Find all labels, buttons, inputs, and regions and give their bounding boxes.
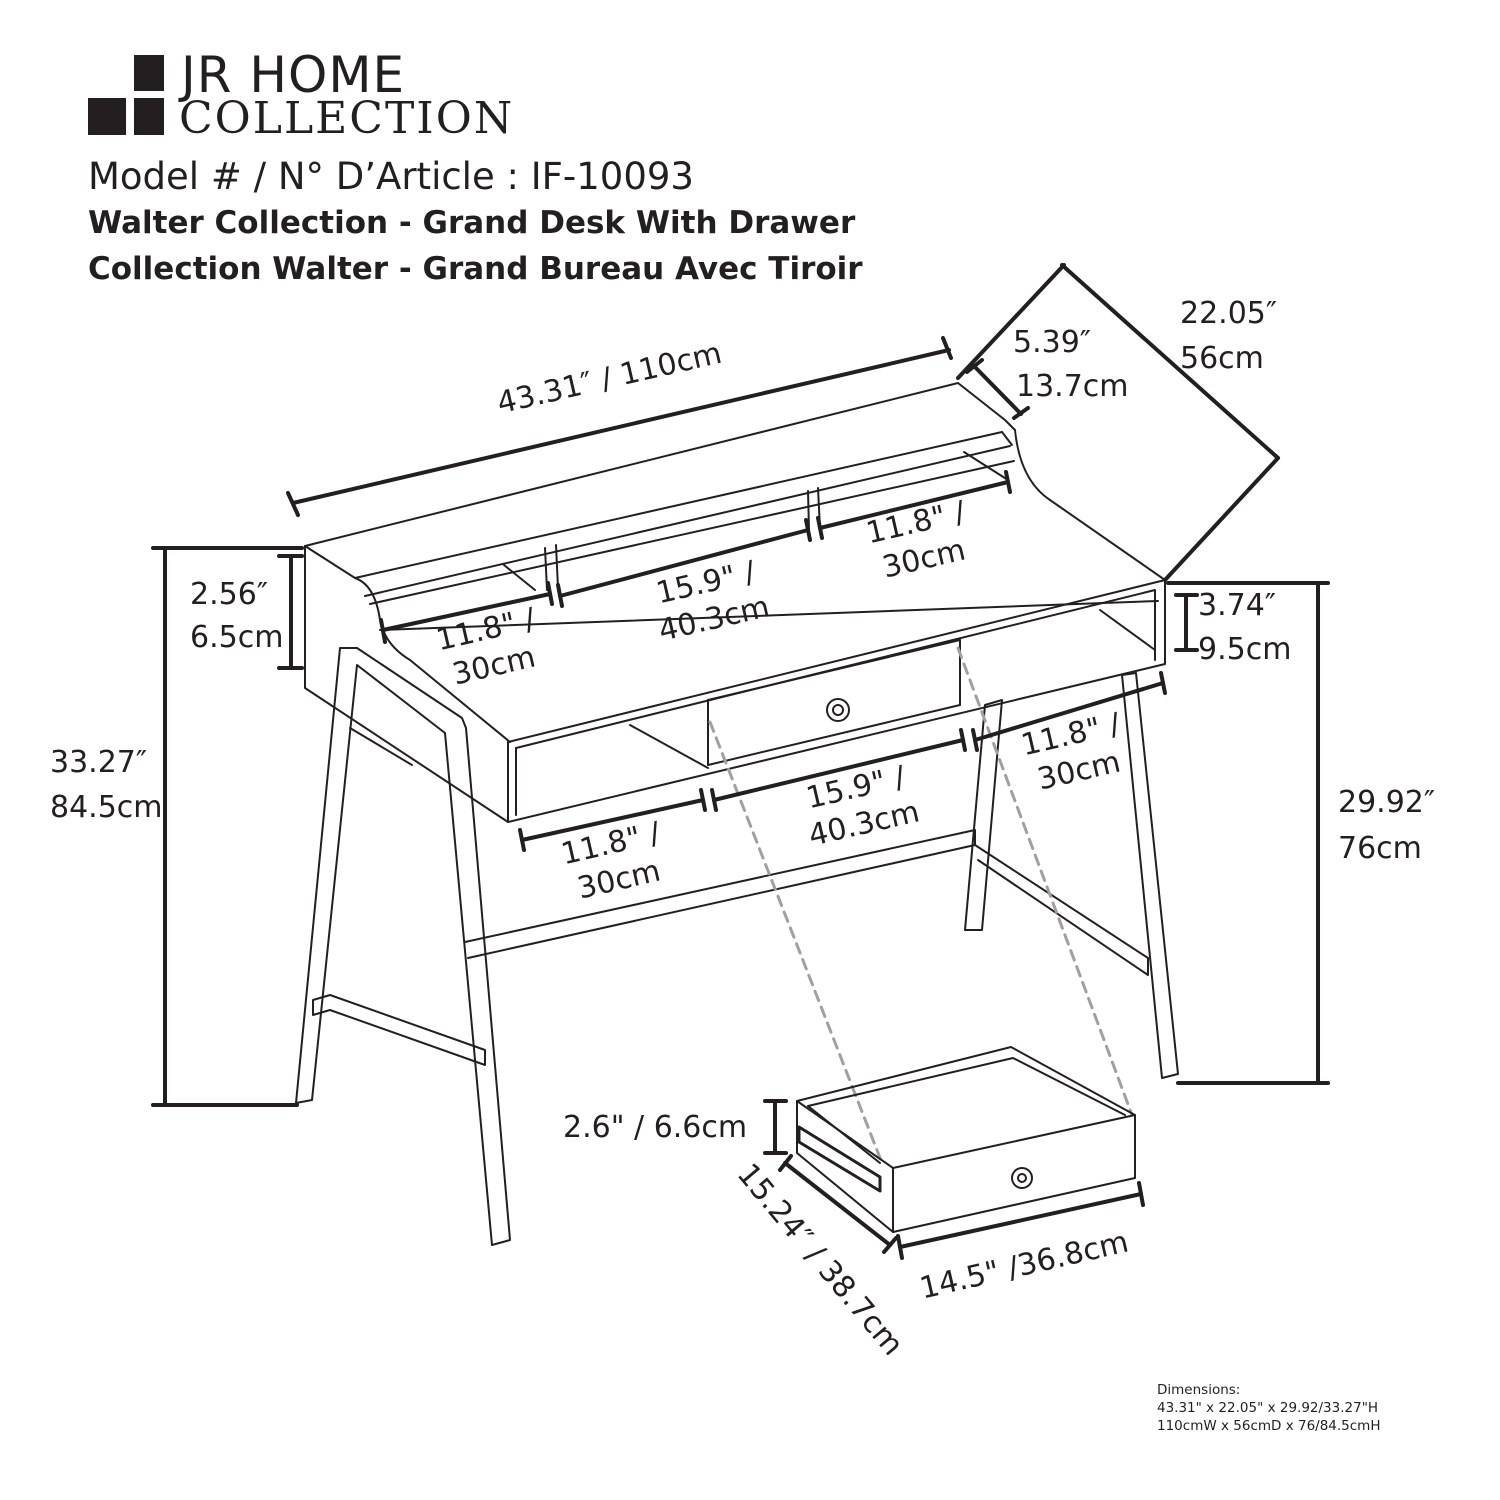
dimensions-metric: 110cmW x 56cmD x 76/84.5cmH: [1157, 1417, 1381, 1434]
model-number: Model # / N° D’Article : IF-10093: [88, 155, 694, 198]
brand-line-2: COLLECTION: [179, 93, 515, 144]
dimensions-title: Dimensions:: [1157, 1382, 1241, 1398]
dimensions-summary: Dimensions: 43.31" x 22.05" x 29.92/33.2…: [1157, 1382, 1381, 1435]
legs-and-frame: [295, 647, 1179, 1246]
label-total-height-cm: 84.5cm: [50, 790, 163, 825]
logo-mark: [88, 55, 164, 135]
desk-box-outline: [304, 545, 1166, 823]
label-depth-in: 22.05″: [1180, 296, 1278, 331]
label-hutch-depth-cm: 13.7cm: [1016, 369, 1129, 404]
label-hutch-depth-in: 5.39″: [1013, 325, 1092, 360]
product-name-en: Walter Collection - Grand Desk With Draw…: [88, 205, 856, 241]
dimensions-imperial: 43.31" x 22.05" x 29.92/33.27"H: [1157, 1399, 1379, 1416]
label-depth-cm: 56cm: [1180, 341, 1264, 376]
label-desk-height-in: 29.92″: [1338, 785, 1436, 820]
label-hutch-height-in: 2.56″: [190, 577, 269, 612]
label-desk-height-cm: 76cm: [1338, 831, 1422, 866]
logo-square-bottom-right: [134, 98, 164, 135]
drawer-knob-top: [826, 698, 850, 722]
label-hutch-height-cm: 6.5cm: [190, 620, 284, 655]
dimension-lines: [151, 263, 1330, 1260]
logo-square-top: [134, 55, 164, 91]
brand-line-1: JR HOME: [181, 46, 406, 104]
label-cubby-height-in: 3.74″: [1198, 588, 1277, 623]
drawer-outline: [796, 1046, 1136, 1233]
hutch-outline: [304, 382, 1166, 743]
label-drawer-height: 2.6" / 6.6cm: [563, 1110, 748, 1145]
label-cubby-height-cm: 9.5cm: [1198, 632, 1292, 667]
product-name-fr: Collection Walter - Grand Bureau Avec Ti…: [88, 251, 863, 287]
label-total-height-in: 33.27″: [50, 745, 148, 780]
logo-square-bottom-left: [88, 98, 126, 135]
